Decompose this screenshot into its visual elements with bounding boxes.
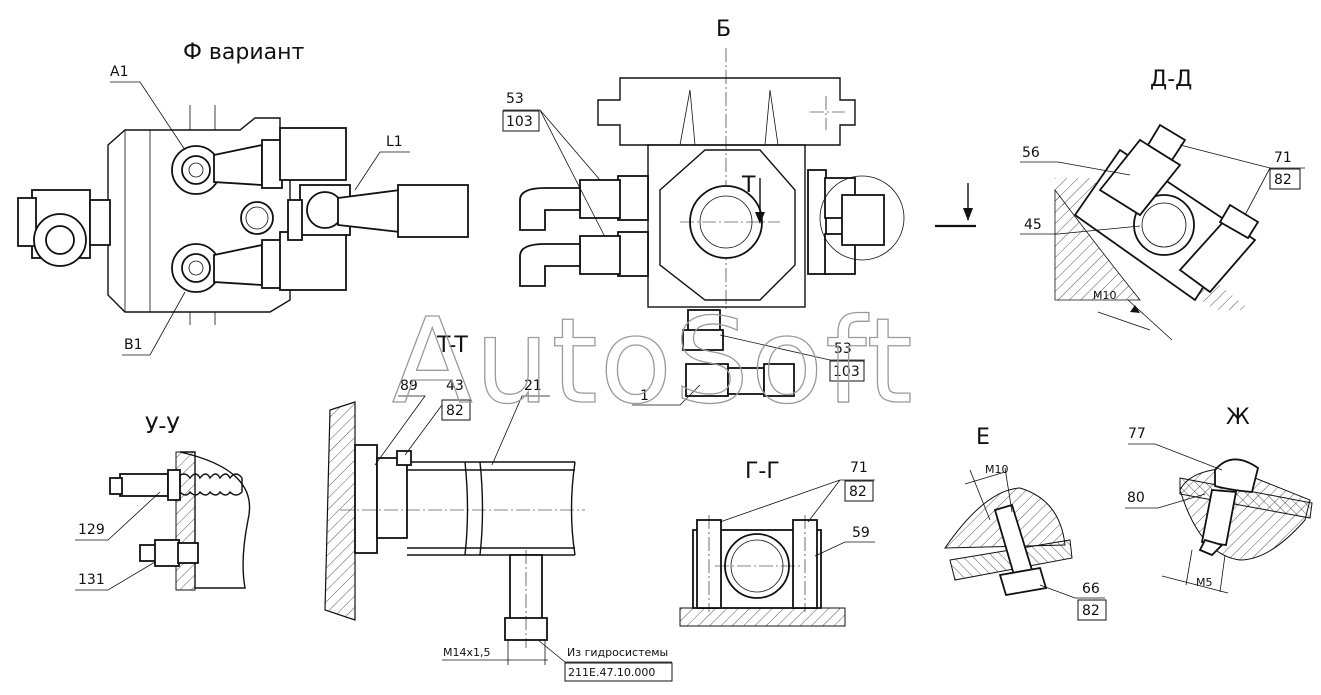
view-e-ref-82: 82 [1082,603,1100,619]
view-d-d-ref-71: 71 [1274,150,1292,166]
view-t-t-ref-82: 82 [446,403,464,419]
view-t-t-ref-43: 43 [446,378,464,394]
view-u-u-title: У-У [145,414,180,439]
view-t-t: T-T M14x1,5 Из гидросистемы 211E.47.10.0… [324,333,673,682]
label-l1: L1 [386,134,403,150]
view-b-ref-103-top: 103 [506,114,533,130]
view-g-g-ref-59: 59 [852,525,870,541]
view-b-ref-53-right: 53 [834,341,852,357]
section-marker-t [935,183,976,228]
view-f-variant: Ф вариант A1 [17,40,469,356]
view-u-u-ref-129: 129 [78,522,105,538]
view-e: Е M10 66 82 [944,425,1107,621]
view-b: Б T 53 [502,17,905,406]
view-d-d-ref-56: 56 [1022,145,1040,161]
view-t-t-ref-89: 89 [400,378,418,394]
view-t-t-title: T-T [436,333,468,358]
view-b-ref-53-top: 53 [506,91,524,107]
view-t-t-note-2: 211E.47.10.000 [568,666,655,679]
view-t-t-ref-21: 21 [524,378,542,394]
view-b-ref-1: 1 [640,388,649,404]
view-zh: Ж M5 77 80 [1125,405,1313,594]
view-d-d-dim: M10 [1093,289,1117,302]
view-b-section-letter: T [741,173,756,198]
view-e-dim: M10 [985,463,1009,476]
view-u-u-ref-131: 131 [78,572,105,588]
view-b-title: Б [716,17,731,42]
view-t-t-dim: M14x1,5 [443,646,491,659]
view-e-ref-66: 66 [1082,581,1100,597]
view-d-d-ref-82: 82 [1274,172,1292,188]
view-u-u: У-У 129 131 [75,414,251,591]
view-g-g-ref-71: 71 [850,460,868,476]
view-zh-ref-80: 80 [1127,490,1145,506]
label-b1: B1 [124,337,143,353]
view-e-title: Е [976,425,990,450]
view-zh-dim: M5 [1196,576,1213,589]
view-d-d-title: Д-Д [1150,67,1192,92]
label-a1: A1 [110,64,128,80]
watermark: AutoSoft [392,292,915,430]
view-g-g-ref-82: 82 [849,484,867,500]
view-zh-ref-77: 77 [1128,426,1146,442]
view-t-t-note-1: Из гидросистемы [567,646,668,659]
view-f-variant-title: Ф вариант [183,40,305,65]
view-g-g: Г-Г 71 82 59 [679,459,875,627]
view-d-d: Д-Д M10 56 45 71 82 [1020,67,1305,341]
view-b-ref-103-right: 103 [833,364,860,380]
view-d-d-ref-45: 45 [1024,217,1042,233]
view-zh-title: Ж [1226,405,1250,430]
view-g-g-title: Г-Г [745,459,780,484]
